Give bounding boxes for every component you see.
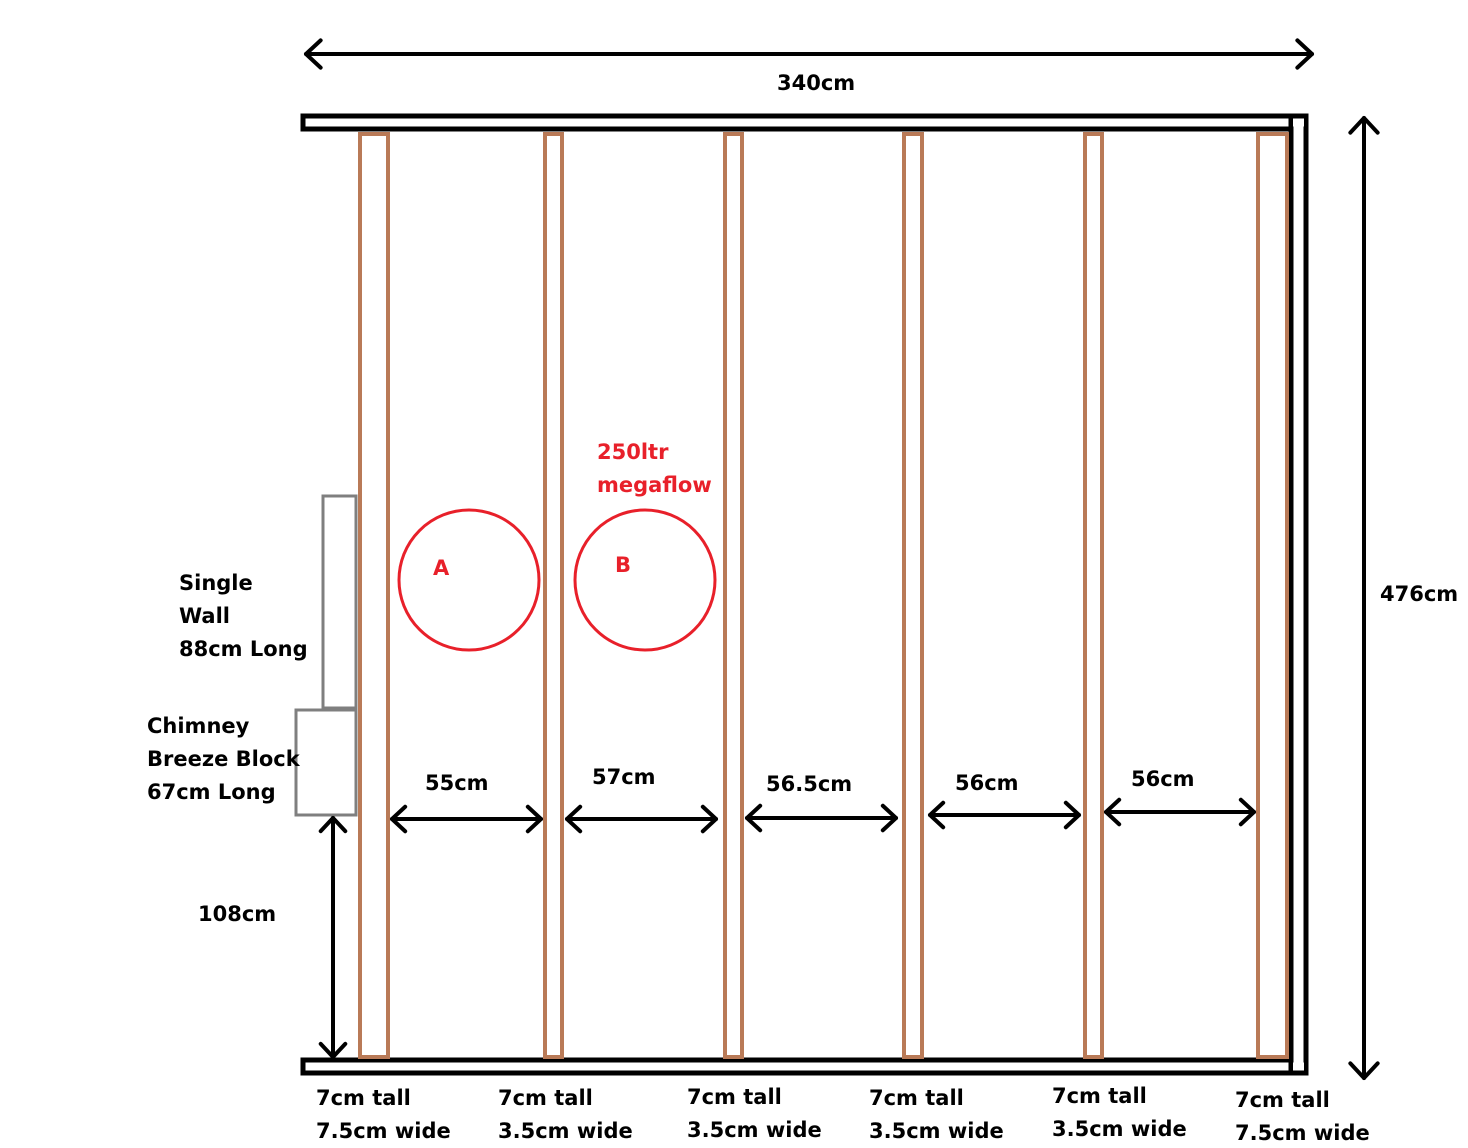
gap-arrow-1 [390, 804, 543, 834]
joist-size-label-2: 7cm tall 3.5cm wide [498, 1086, 633, 1143]
joist-height: 7cm tall [1235, 1088, 1330, 1112]
frame-joint-cover [1293, 118, 1304, 127]
gap-arrow-5 [1104, 797, 1256, 827]
gap-label-2: 57cm [592, 765, 656, 789]
single-wall-label: Single Wall 88cm Long [179, 571, 308, 661]
top-wall [300, 113, 1309, 132]
tank-a-label: A [433, 556, 450, 580]
single-wall-label-line: Single [179, 571, 253, 595]
joist-size-label-4: 7cm tall 3.5cm wide [869, 1086, 1004, 1143]
gap-label-4: 56cm [955, 771, 1019, 795]
right-wall [1288, 113, 1309, 1076]
gap-label-3: 56.5cm [766, 772, 852, 796]
gap-arrow-4 [928, 800, 1081, 830]
joist-width: 3.5cm wide [498, 1119, 633, 1143]
tank-b-circle [573, 508, 717, 652]
single-wall-label-line: 88cm Long [179, 637, 308, 661]
joist-5 [1083, 132, 1104, 1059]
single-wall [321, 494, 358, 710]
dimension-arrows [304, 38, 1380, 1080]
joist-width: 3.5cm wide [1052, 1117, 1187, 1141]
chimney-label: Chimney Breeze Block 67cm Long [147, 714, 307, 804]
joist-size-label-1: 7cm tall 7.5cm wide [316, 1086, 451, 1143]
bottom-wall [300, 1057, 1309, 1076]
joist-size-label-6: 7cm tall 7.5cm wide [1235, 1088, 1370, 1145]
single-wall-label-line: Wall [179, 604, 230, 628]
wall-offset-label: 108cm [198, 902, 276, 926]
joist-size-label-5: 7cm tall 3.5cm wide [1052, 1084, 1187, 1141]
tank-b-label: B [615, 553, 631, 577]
gap-arrow-3 [745, 803, 898, 833]
joist-4 [902, 132, 924, 1059]
overall-length-label: 476cm [1380, 582, 1458, 606]
joist-2 [543, 132, 564, 1059]
overall-length-arrow [1348, 116, 1380, 1080]
overall-width-arrow [304, 38, 1314, 70]
megaflow-note-line: 250ltr [597, 440, 669, 464]
joist-width: 3.5cm wide [869, 1119, 1004, 1143]
joist-6 [1256, 132, 1289, 1059]
joist-height: 7cm tall [1052, 1084, 1147, 1108]
joist-height: 7cm tall [498, 1086, 593, 1110]
joist-height: 7cm tall [316, 1086, 411, 1110]
gap-arrow-2 [565, 804, 718, 834]
chimney-label-line: Chimney [147, 714, 250, 738]
chimney-label-line: 67cm Long [147, 780, 276, 804]
joist-width: 7.5cm wide [316, 1119, 451, 1143]
overall-width-label: 340cm [777, 71, 855, 95]
chimney-breeze-block [294, 708, 358, 817]
joists [358, 132, 1289, 1059]
joist-width: 3.5cm wide [687, 1118, 822, 1142]
wall-offset-arrow [318, 816, 348, 1059]
gap-label-1: 55cm [425, 771, 489, 795]
joist-3 [723, 132, 744, 1059]
megaflow-note-line: megaflow [597, 473, 712, 497]
joist-size-label-3: 7cm tall 3.5cm wide [687, 1085, 822, 1142]
megaflow-note: 250ltr megaflow [597, 440, 712, 497]
gap-label-5: 56cm [1131, 767, 1195, 791]
joist-height: 7cm tall [869, 1086, 964, 1110]
joist-height: 7cm tall [687, 1085, 782, 1109]
frame-joint-cover [1293, 1062, 1304, 1071]
joist-width: 7.5cm wide [1235, 1121, 1370, 1145]
outer-wall-frame [300, 113, 1309, 1076]
joist-1 [358, 132, 390, 1059]
chimney-label-line: Breeze Block [147, 747, 301, 771]
tank-a-circle [397, 508, 541, 652]
